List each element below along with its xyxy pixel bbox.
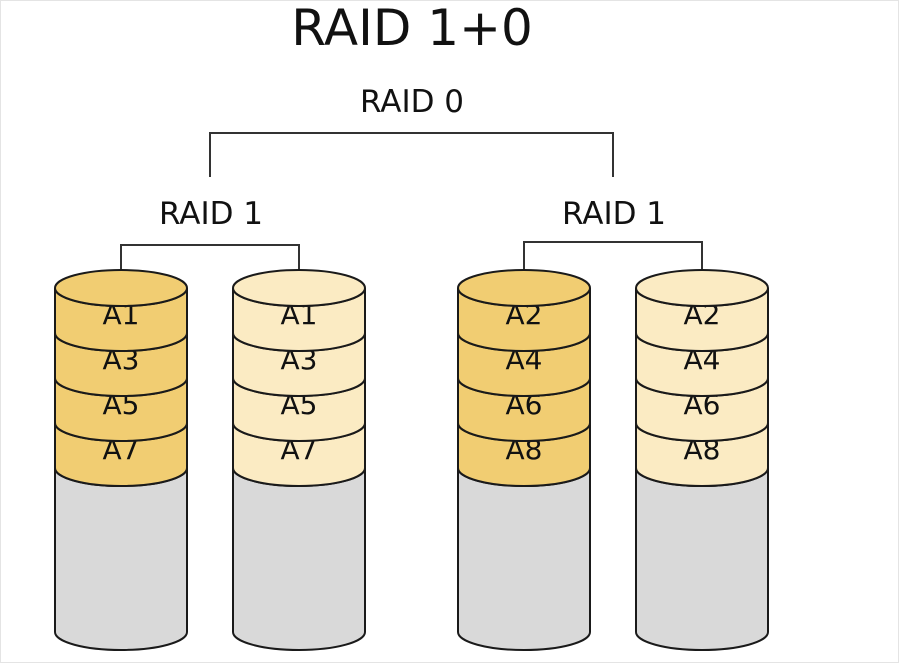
- raid1-connector-right: [523, 241, 703, 288]
- diagram-title: RAID 1+0: [291, 0, 533, 57]
- disk-top-cap: [457, 269, 591, 307]
- disk-empty-space: [635, 467, 769, 651]
- disk-top-cap: [54, 269, 188, 307]
- disk-empty-space: [457, 467, 591, 651]
- disk-empty-space: [232, 467, 366, 651]
- disk-top-cap: [232, 269, 366, 307]
- disk-empty-space: [54, 467, 188, 651]
- raid0-label: RAID 0: [360, 84, 464, 120]
- raid1-label-left: RAID 1: [159, 196, 263, 232]
- raid0-connector: [209, 132, 614, 177]
- disk-top-cap: [635, 269, 769, 307]
- raid1-connector-left: [120, 244, 300, 289]
- raid1-label-right: RAID 1: [562, 196, 666, 232]
